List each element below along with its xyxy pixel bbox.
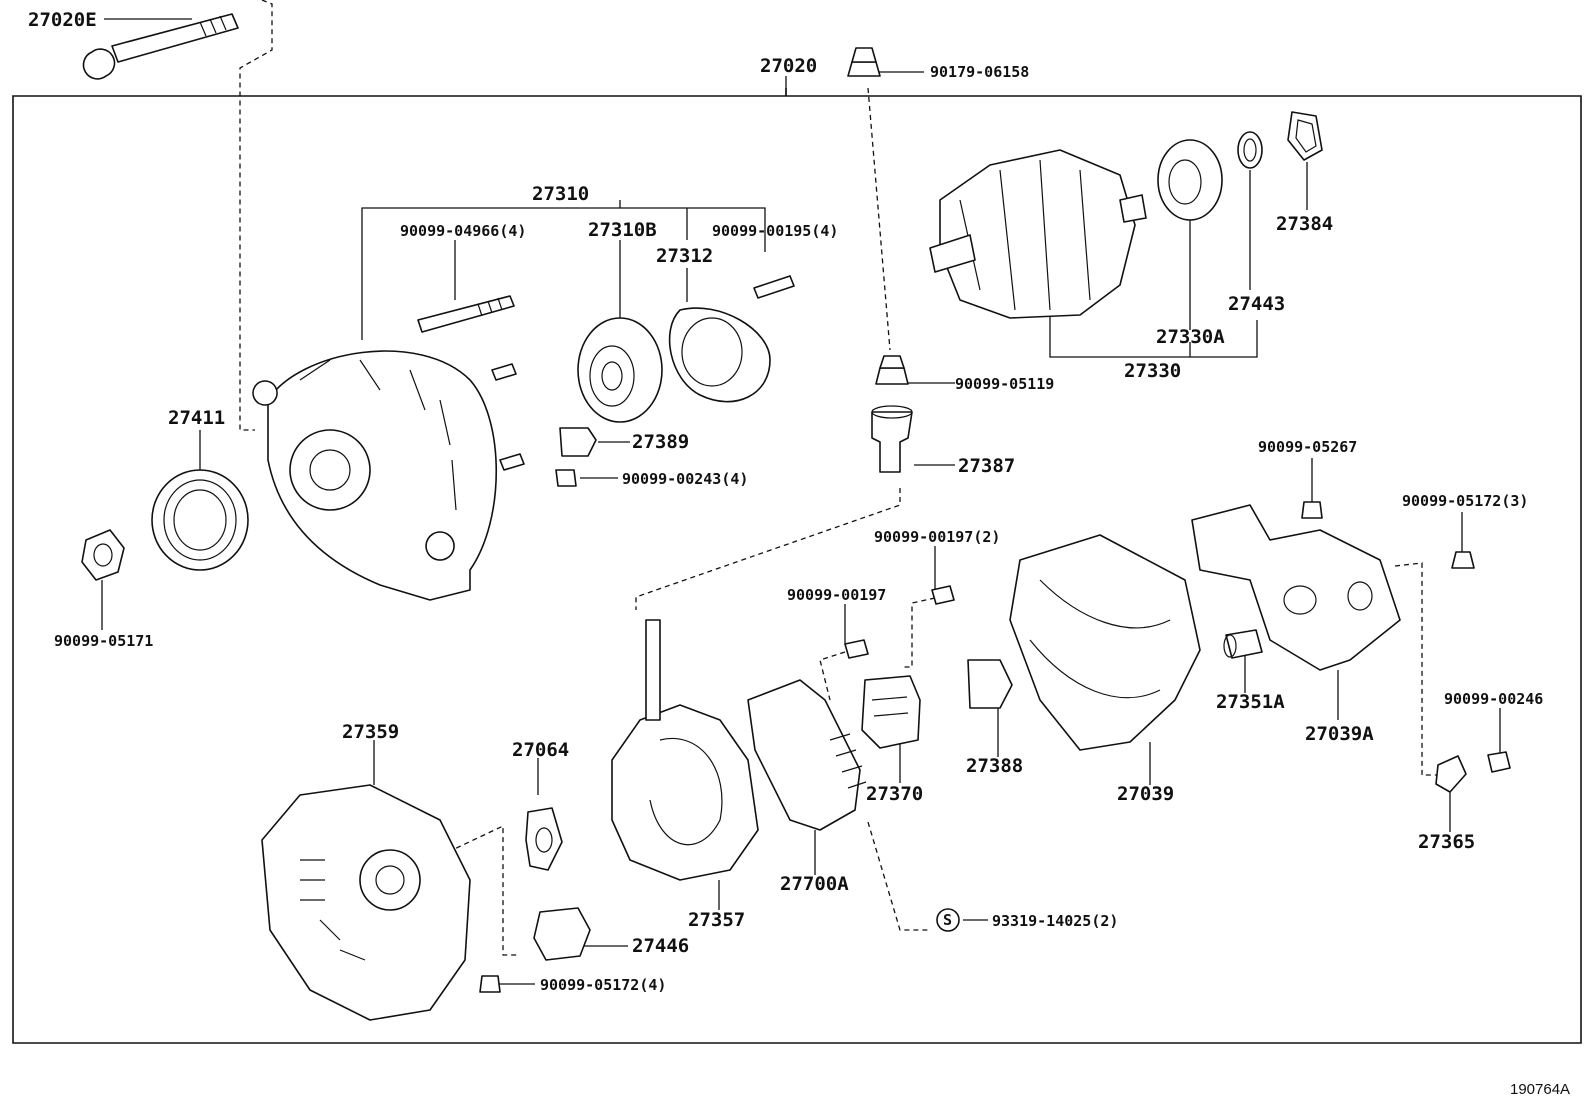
label-90099-05119: 90099-05119 [955,375,1054,393]
label-90179-06158: 90179-06158 [930,63,1029,81]
rear-frame-27359 [261,784,471,1021]
label-90099-00195: 90099-00195(4) [712,222,838,240]
label-27359: 27359 [342,721,399,743]
label-27312: 27312 [656,245,713,267]
screw-90099-00195 [753,275,795,299]
rear-end-cover-27039 [1009,534,1201,751]
washer-27443 [1237,131,1263,169]
label-27700a: 27700A [780,873,849,895]
voltage-regulator-27700a [747,679,867,831]
label-27443: 27443 [1228,293,1285,315]
pulley-27411 [151,469,249,571]
bearing-27310b [577,317,663,423]
label-27370: 27370 [866,783,923,805]
nut-90099-05119 [875,355,909,385]
label-27064: 27064 [512,739,569,761]
label-90099-00197-2: 90099-00197(2) [874,528,1000,546]
label-27389: 27389 [632,431,689,453]
label-27388: 27388 [966,755,1023,777]
label-27411: 27411 [168,407,225,429]
gasket-27064 [525,807,563,871]
label-27365: 27365 [1418,831,1475,853]
nut-90099-05172-b [479,975,501,993]
end-cover-27039a [1191,504,1401,671]
figure-code: 190764A [1510,1081,1570,1098]
label-27310: 27310 [532,183,589,205]
label-90099-05172-3: 90099-05172(3) [1402,492,1528,510]
label-27020e: 27020E [28,9,97,31]
label-90099-00243: 90099-00243(4) [622,470,748,488]
insulator-27387 [871,405,913,473]
bolt-27020e [82,13,239,80]
label-27020: 27020 [760,55,817,77]
label-90099-00197: 90099-00197 [787,586,886,604]
terminal-insulator-27389 [559,427,597,457]
s-mark-circle [936,908,960,932]
nut-90099-05171 [81,529,125,581]
label-90099-00246: 90099-00246 [1444,690,1543,708]
insulator-27446 [533,907,591,961]
bushing-27351a [1223,629,1263,659]
brush-holder-27370 [861,675,921,749]
label-90099-05267: 90099-05267 [1258,438,1357,456]
rectifier-holder-27357 [611,619,759,881]
screw-90099-00243 [555,469,577,487]
nut-90099-05172-a [1451,551,1475,569]
label-27039a: 27039A [1305,723,1374,745]
label-27310b: 27310B [588,219,657,241]
label-27384: 27384 [1276,213,1333,235]
label-27387: 27387 [958,455,1015,477]
leader-lines [101,0,1501,985]
screw-90099-00246 [1487,751,1511,773]
label-90099-04966: 90099-04966(4) [400,222,526,240]
cover-27384 [1287,111,1323,161]
label-27351a: 27351A [1216,691,1285,713]
label-27330: 27330 [1124,360,1181,382]
part-drawings [81,13,1511,1021]
nut-90179-06158 [847,47,881,77]
s-mark-letter: S [943,911,952,929]
screw-90099-00197 [844,639,869,659]
nut-90099-05267 [1301,501,1323,519]
label-27357: 27357 [688,909,745,931]
label-27330a: 27330A [1156,326,1225,348]
label-93319-14025: 93319-14025(2) [992,912,1118,930]
stud-90099-04966 [417,295,525,471]
bearing-27330a [1157,139,1223,221]
label-90099-05171: 90099-05171 [54,632,153,650]
label-90099-05172-4: 90099-05172(4) [540,976,666,994]
clip-27365 [1435,755,1467,793]
label-27039: 27039 [1117,783,1174,805]
retainer-plate-27312 [668,307,771,403]
rotor-27330 [929,149,1147,319]
drive-end-frame-27310 [252,350,497,601]
part-labels: 27020E 27020 90179-06158 27310 90099-049… [28,9,1570,1098]
terminal-insulator-27388 [967,659,1013,709]
label-27446: 27446 [632,935,689,957]
screw-90099-00197-2 [931,585,955,605]
